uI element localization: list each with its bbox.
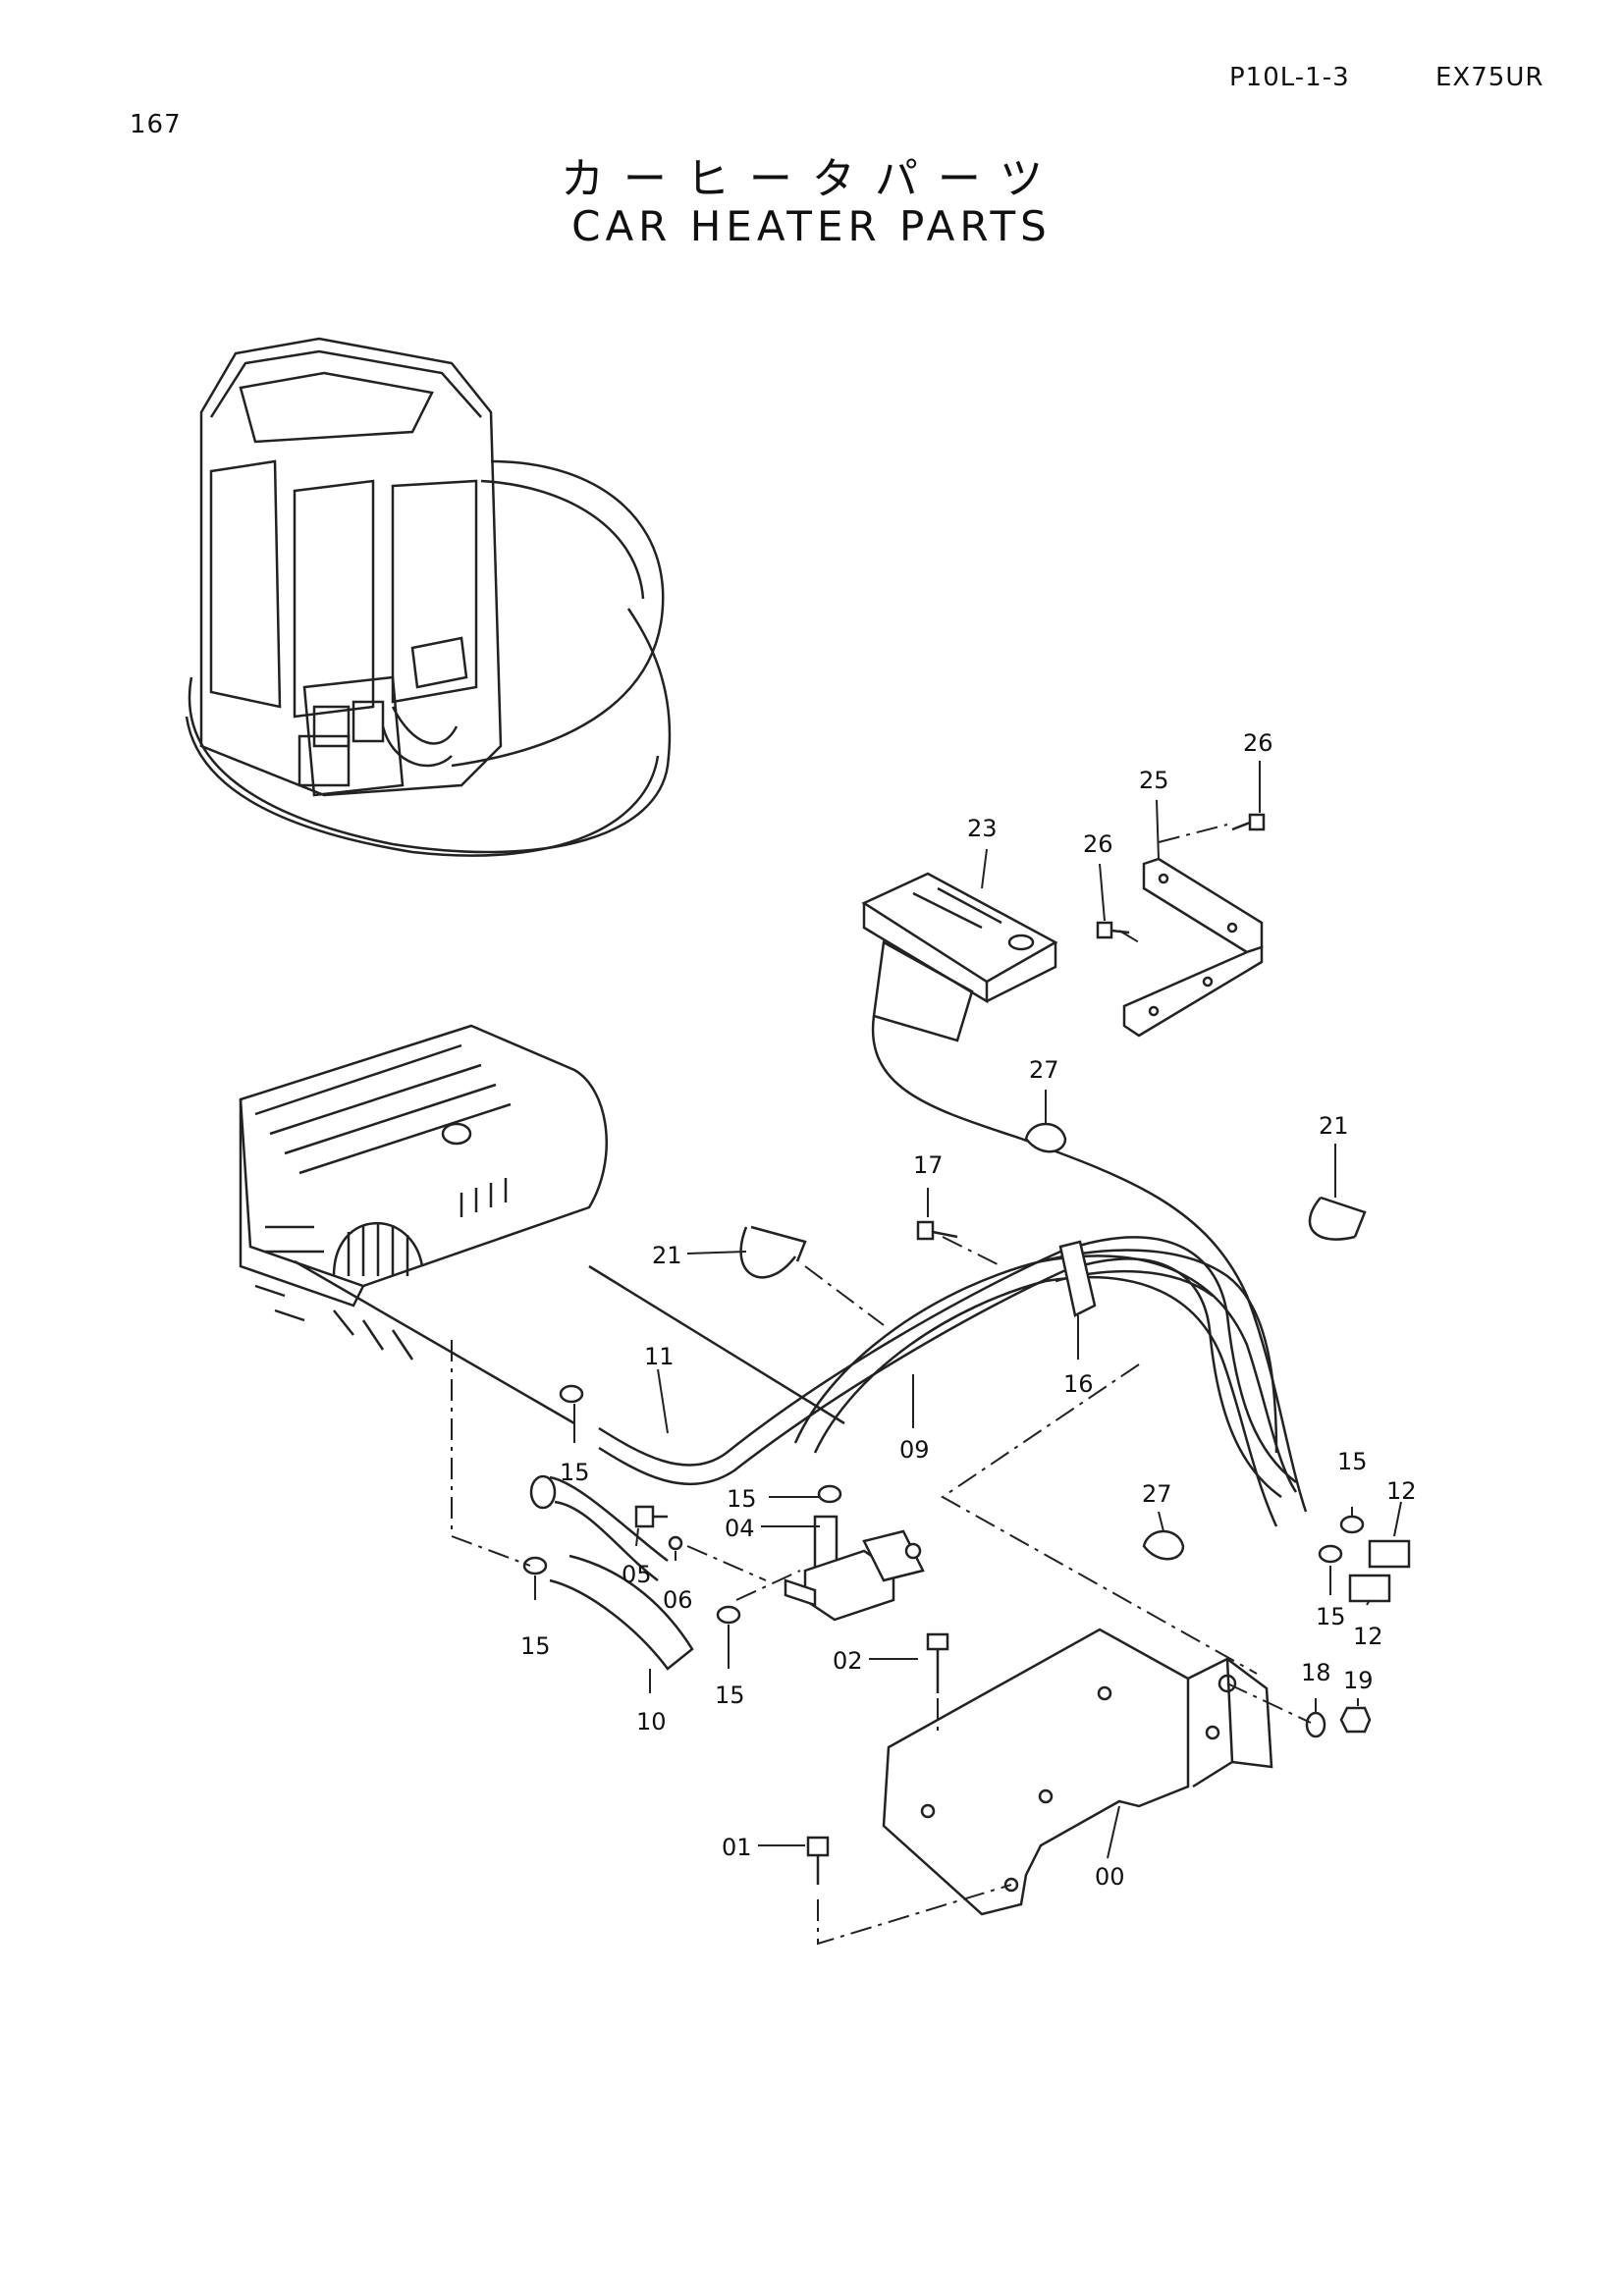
mounting-bracket bbox=[882, 1628, 1273, 1916]
title-japanese: カーヒータパーツ bbox=[560, 154, 1063, 204]
callout-11: 11 bbox=[644, 1343, 675, 1370]
callout-00: 00 bbox=[1095, 1863, 1125, 1891]
callout-27-upper: 27 bbox=[1029, 1056, 1059, 1084]
callout-12-upper: 12 bbox=[1386, 1477, 1417, 1505]
callout-15-left-hose: 15 bbox=[560, 1459, 590, 1486]
callout-12-lower: 12 bbox=[1353, 1623, 1383, 1650]
callout-10: 10 bbox=[636, 1708, 667, 1735]
callout-15-right-upper: 15 bbox=[1337, 1448, 1368, 1475]
callout-26-lower: 26 bbox=[1083, 830, 1113, 858]
callout-17: 17 bbox=[913, 1151, 944, 1179]
callout-23: 23 bbox=[967, 815, 998, 842]
callout-labels: 00 01 02 04 05 06 09 10 11 12 12 15 15 1… bbox=[520, 729, 1417, 1891]
callout-06: 06 bbox=[663, 1586, 693, 1614]
panel-bracket bbox=[1122, 857, 1264, 1038]
page-code: P10L-1-3 bbox=[1229, 63, 1350, 92]
callout-05: 05 bbox=[622, 1561, 652, 1588]
callout-27-lower: 27 bbox=[1142, 1480, 1172, 1508]
heater-control-panel bbox=[861, 872, 1308, 1513]
callout-25: 25 bbox=[1139, 767, 1169, 794]
valve-assembly bbox=[784, 1515, 925, 1622]
callout-21-right: 21 bbox=[1319, 1112, 1349, 1140]
callout-18: 18 bbox=[1301, 1659, 1331, 1686]
callout-19: 19 bbox=[1343, 1667, 1374, 1694]
callout-21-left: 21 bbox=[652, 1242, 682, 1269]
callout-04: 04 bbox=[725, 1515, 755, 1542]
model-code: EX75UR bbox=[1435, 63, 1544, 92]
title-english: CAR HEATER PARTS bbox=[571, 202, 1052, 250]
callout-15-right-lower: 15 bbox=[1316, 1603, 1346, 1630]
callout-15-valve: 15 bbox=[715, 1682, 745, 1709]
callout-26-upper: 26 bbox=[1243, 729, 1273, 757]
heater-unit bbox=[239, 1024, 608, 1361]
excavator-overview bbox=[185, 337, 672, 857]
callout-15-lower-left: 15 bbox=[520, 1632, 551, 1660]
centerlines bbox=[451, 824, 1312, 1946]
callout-02: 02 bbox=[833, 1647, 863, 1675]
leader-lines bbox=[534, 761, 1402, 1859]
callout-15-upper-valve: 15 bbox=[727, 1485, 757, 1513]
page-number: 167 bbox=[130, 110, 182, 139]
small-parts bbox=[522, 813, 1411, 1885]
callout-09: 09 bbox=[899, 1436, 930, 1464]
hose-assembly bbox=[294, 1236, 1298, 1581]
callout-16: 16 bbox=[1063, 1370, 1094, 1398]
callout-01: 01 bbox=[722, 1834, 752, 1861]
